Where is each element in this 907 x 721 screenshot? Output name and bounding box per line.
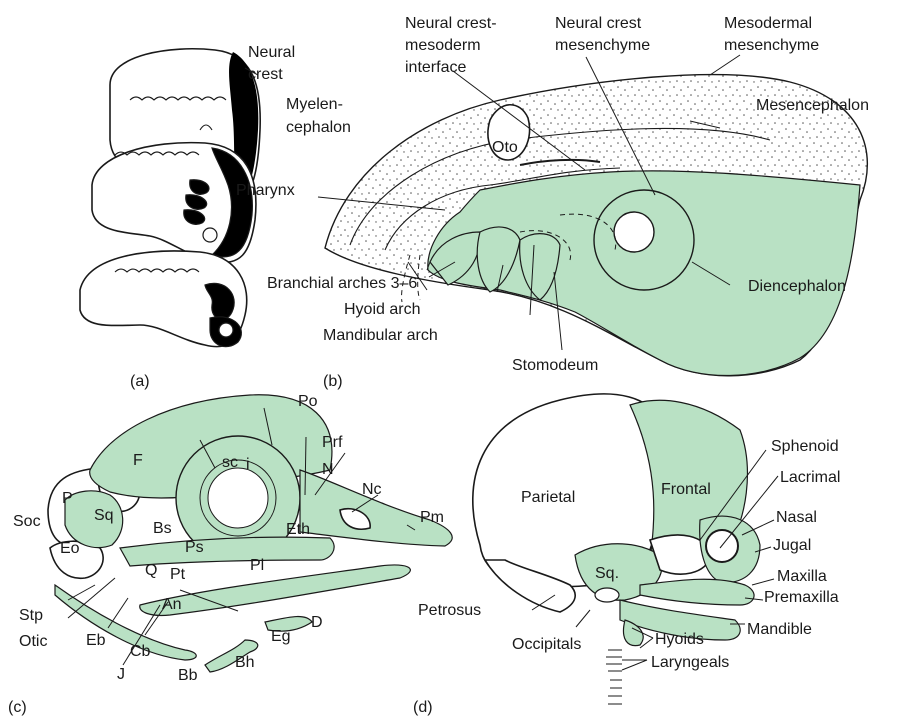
embryo-stage-3: [80, 251, 247, 347]
panel-letter-c: (c): [8, 699, 27, 716]
label-c-prf: Prf: [322, 434, 343, 451]
label-c-cb: Cb: [130, 643, 151, 660]
panel-letter-b: (b): [323, 373, 343, 390]
label-c-nc: Nc: [362, 481, 382, 498]
label-d-parietal: Parietal: [521, 489, 575, 506]
label-d-mandible: Mandible: [747, 621, 812, 638]
label-neural-crest-1: Neural: [248, 44, 295, 61]
label-c-f: F: [133, 452, 143, 469]
label-d-sq: Sq.: [595, 565, 619, 582]
label-d-jugal: Jugal: [773, 537, 811, 554]
label-stomodeum: Stomodeum: [512, 357, 598, 374]
label-diencephalon: Diencephalon: [748, 278, 846, 295]
label-c-soc: Soc: [13, 513, 41, 530]
label-nc-interface-2: mesoderm: [405, 37, 481, 54]
label-c-stp: Stp: [19, 607, 43, 624]
label-c-i: i: [246, 456, 250, 473]
label-branchial-arches: Branchial arches 3–6: [267, 275, 417, 292]
label-c-po: Po: [298, 393, 318, 410]
label-nc-interface-3: interface: [405, 59, 466, 76]
panel-a: Neural crest (a): [80, 44, 295, 390]
label-c-ps: Ps: [185, 539, 204, 556]
panel-letter-a: (a): [130, 373, 150, 390]
label-c-eb: Eb: [86, 632, 106, 649]
label-c-eg: Eg: [271, 628, 291, 645]
label-c-pt: Pt: [170, 566, 186, 583]
label-d-laryngeals: Laryngeals: [651, 654, 729, 671]
label-c-an: An: [162, 596, 182, 613]
label-hyoid-arch: Hyoid arch: [344, 301, 420, 318]
label-c-d: D: [311, 614, 323, 631]
label-nc-mesenchyme-2: mesenchyme: [555, 37, 650, 54]
label-c-j: J: [117, 666, 125, 683]
label-d-lacrimal: Lacrimal: [780, 469, 840, 486]
label-d-nasal: Nasal: [776, 509, 817, 526]
label-d-maxilla: Maxilla: [777, 568, 827, 585]
label-c-eo: Eo: [60, 540, 80, 557]
label-c-pm: Pm: [420, 509, 444, 526]
label-c-n: N: [322, 461, 334, 478]
label-d-petrosus: Petrosus: [418, 602, 481, 619]
label-myelencephalon-1: Myelen-: [286, 96, 343, 113]
label-c-sq: Sq: [94, 507, 114, 524]
label-oto: Oto: [492, 139, 518, 156]
panel-c: Po Prf N Nc Pm F sc i P Soc Sq Bs Ps Eth…: [8, 393, 452, 716]
label-mandibular-arch: Mandibular arch: [323, 327, 438, 344]
label-c-pl: Pl: [250, 557, 264, 574]
label-c-eth: Eth: [286, 521, 310, 538]
label-d-hyoids: Hyoids: [655, 631, 704, 648]
label-nc-mesenchyme-1: Neural crest: [555, 15, 642, 32]
label-c-sc: sc: [222, 454, 238, 471]
label-c-bh: Bh: [235, 654, 255, 671]
label-d-frontal: Frontal: [661, 481, 711, 498]
label-neural-crest-2: crest: [248, 66, 283, 83]
label-mesodermal-1: Mesodermal: [724, 15, 812, 32]
label-c-p: P: [62, 490, 73, 507]
label-c-bb: Bb: [178, 667, 198, 684]
label-c-otic: Otic: [19, 633, 47, 650]
panel-d: Parietal Frontal Sphenoid Lacrimal Nasal…: [413, 394, 840, 716]
label-d-occipitals: Occipitals: [512, 636, 581, 653]
label-d-premaxilla: Premaxilla: [764, 589, 839, 606]
label-c-q: Q: [145, 562, 157, 579]
label-mesodermal-2: mesenchyme: [724, 37, 819, 54]
label-myelencephalon-2: cephalon: [286, 119, 351, 136]
panel-letter-d: (d): [413, 699, 433, 716]
label-mesencephalon: Mesencephalon: [756, 97, 869, 114]
panel-b: Neural crest- mesoderm interface Neural …: [236, 15, 869, 390]
label-pharynx: Pharynx: [236, 182, 295, 199]
embryo-stage-2: [92, 143, 256, 263]
label-nc-interface-1: Neural crest-: [405, 15, 497, 32]
label-c-bs: Bs: [153, 520, 172, 537]
label-d-sphenoid: Sphenoid: [771, 438, 839, 455]
